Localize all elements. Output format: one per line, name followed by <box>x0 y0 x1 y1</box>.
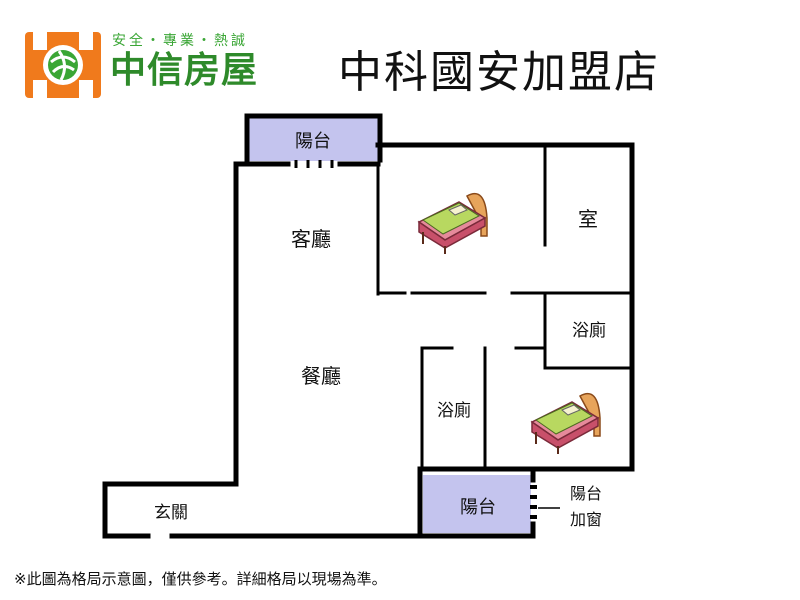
label-balcony-window-1: 陽台 <box>570 484 602 503</box>
brand-name: 中信房屋 <box>110 50 259 91</box>
globe-logo-icon <box>25 32 101 98</box>
bed-icon <box>417 192 488 254</box>
balcony-top <box>248 116 378 161</box>
bed-icon <box>530 392 601 454</box>
label-balcony-window-2: 加窗 <box>570 510 602 529</box>
label-bathroom-right: 浴廁 <box>572 320 606 341</box>
label-bathroom-middle: 浴廁 <box>437 400 471 421</box>
balcony-bottom <box>423 475 531 533</box>
label-entrance: 玄關 <box>154 503 188 523</box>
header: 安全・專業・熱誠 中信房屋 中科國安加盟店 <box>0 0 800 110</box>
walls <box>102 113 635 539</box>
brand-logo <box>25 32 101 98</box>
label-balcony-bottom: 陽台 <box>460 497 496 518</box>
window-marks-bottom <box>530 485 537 519</box>
window-marks-top <box>294 160 334 168</box>
store-name: 中科國安加盟店 <box>338 47 660 98</box>
label-living-room: 客廳 <box>291 227 331 251</box>
slogan: 安全・專業・熱誠 <box>112 33 248 49</box>
label-balcony-top: 陽台 <box>295 131 331 152</box>
label-dining-room: 餐廳 <box>301 364 341 388</box>
disclaimer-note: ※此圖為格局示意圖，僅供參考。詳細格局以現場為準。 <box>14 570 387 588</box>
label-room: 室 <box>578 207 598 231</box>
